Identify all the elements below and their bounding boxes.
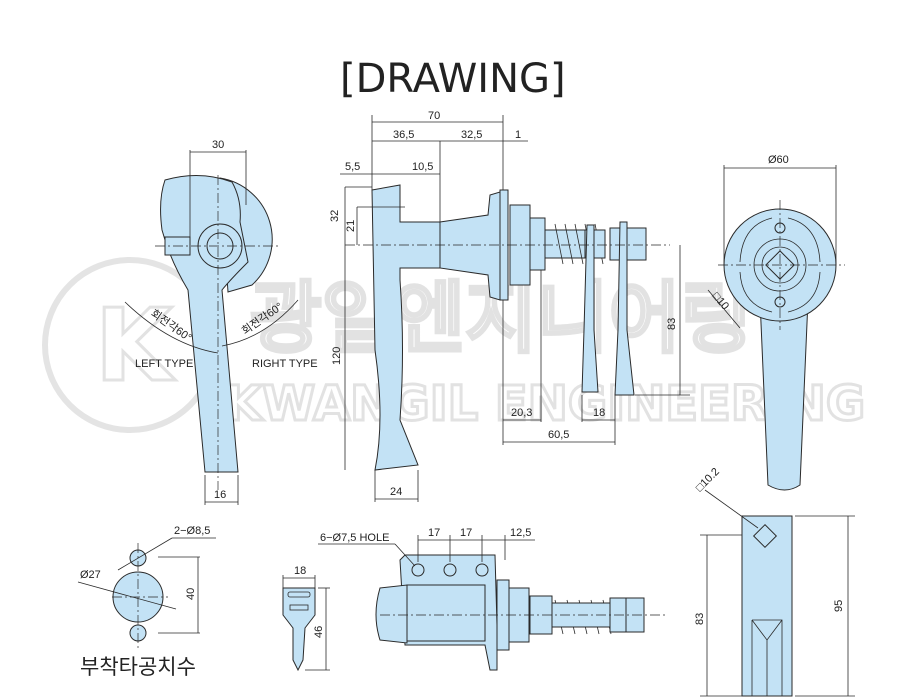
mounting-cutout: 40 2−Ø8,5 Ø27 부착타공치수 xyxy=(77,525,216,679)
dim-square-10-2: □10.2 xyxy=(694,466,722,494)
dim-83-cam: 83 xyxy=(694,613,706,625)
watermark-brand: KWANGIL ENGINEERING xyxy=(225,376,865,432)
dim-36-5: 36,5 xyxy=(393,129,414,141)
dim-front-width: 30 xyxy=(212,139,224,151)
dim-40: 40 xyxy=(185,588,197,600)
left-type-label: LEFT TYPE xyxy=(135,358,193,370)
cam-detail: 95 83 □10.2 xyxy=(694,466,855,697)
dim-17-b: 17 xyxy=(460,527,472,539)
right-type-label: RIGHT TYPE xyxy=(252,358,318,370)
dim-17-a: 17 xyxy=(428,527,440,539)
dim-holes-7-5: 6−Ø7,5 HOLE xyxy=(320,532,389,544)
cutout-caption: 부착타공치수 xyxy=(80,655,196,679)
dim-10-5: 10,5 xyxy=(412,161,433,173)
dim-1: 1 xyxy=(515,129,521,141)
dim-key-width: 18 xyxy=(294,565,306,577)
page-title: [DRAWING] xyxy=(340,56,566,102)
dim-key-length: 46 xyxy=(313,626,325,638)
dim-5-5: 5,5 xyxy=(345,161,360,173)
key: 18 46 xyxy=(282,565,330,672)
dim-18: 18 xyxy=(593,407,605,419)
dim-32: 32 xyxy=(329,210,341,222)
dim-24: 24 xyxy=(390,486,402,498)
dim-holes-8-5: 2−Ø8,5 xyxy=(174,525,210,537)
dim-front-bottom: 16 xyxy=(214,489,226,501)
dim-95: 95 xyxy=(833,600,845,612)
dim-32-5: 32,5 xyxy=(461,129,482,141)
dim-12-5: 12,5 xyxy=(510,527,531,539)
dim-overall-length: 70 xyxy=(428,110,440,122)
dim-20-3: 20,3 xyxy=(511,407,532,419)
watermark-logo: K xyxy=(95,287,176,404)
dim-21: 21 xyxy=(345,220,357,232)
rear-view: Ø60 □10 xyxy=(707,154,845,491)
dim-diameter-27: Ø27 xyxy=(80,569,101,581)
dim-83: 83 xyxy=(666,318,678,330)
top-view: 17 17 12,5 6−Ø7,5 HOLE xyxy=(318,527,665,671)
side-view: 70 36,5 32,5 1 5,5 10,5 32 21 120 24 83 … xyxy=(329,110,690,502)
dim-120: 120 xyxy=(331,347,343,365)
dim-diameter-60: Ø60 xyxy=(768,154,789,166)
dim-60-5: 60,5 xyxy=(548,429,569,441)
